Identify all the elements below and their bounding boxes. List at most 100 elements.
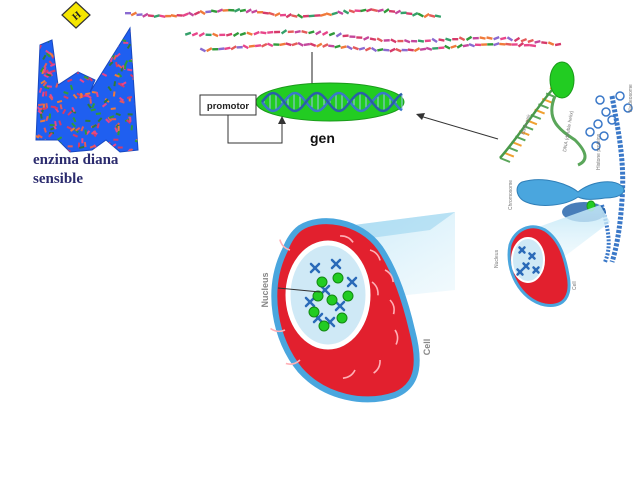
highlighted-gene-marker [308, 306, 320, 318]
enzyme-speck [40, 79, 46, 85]
enzyme-speck [103, 144, 109, 150]
peptide-segment [285, 42, 292, 47]
enzyme-speck [43, 66, 47, 73]
nucleosome-bead [623, 103, 633, 113]
enzyme-speck [89, 98, 92, 104]
enzyme-speck [91, 28, 98, 32]
enzyme-speck [114, 127, 118, 133]
enzyme-speck [67, 78, 73, 83]
enzyme-speck [115, 52, 121, 58]
peptide-segment [246, 31, 253, 36]
peptide-segment [159, 14, 166, 18]
peptide-segment [354, 9, 361, 13]
enzyme-speck [44, 85, 50, 90]
enzyme-speck [129, 116, 132, 122]
chromatin-to-gene-arrow [419, 115, 499, 140]
peptide-segment [356, 36, 363, 39]
enzyme-speck [99, 41, 105, 46]
peptide-segment [236, 45, 243, 49]
enzyme-speck [59, 50, 65, 56]
peptide-segment [397, 39, 404, 43]
peptide-segment [520, 37, 528, 43]
nucleosome-bead [585, 127, 595, 137]
enzyme-speck [118, 96, 125, 102]
cytoplasm-streak [369, 249, 381, 261]
chromosome-arm [528, 252, 536, 260]
enzyme-speck [79, 65, 85, 70]
enzyme-speck [72, 133, 79, 138]
enzyme-speck [91, 90, 98, 94]
peptide-segment [302, 14, 310, 18]
peptide-segment [376, 37, 383, 43]
enzyme-speck [62, 108, 67, 115]
highlighted-gene-marker [326, 294, 338, 306]
peptide-segment [233, 7, 241, 13]
peptide-segment [291, 42, 298, 47]
peptide-segment [242, 44, 249, 50]
nucleosome-bead [615, 91, 625, 101]
peptide-segment [253, 30, 260, 36]
enzyme-speck [37, 103, 44, 107]
peptide-segment [554, 42, 562, 47]
enzyme-speck [42, 107, 48, 111]
peptide-segment [465, 35, 473, 41]
chromosome-arm [522, 262, 530, 270]
enzyme-speck [114, 73, 120, 78]
chromosome-arm [312, 312, 324, 324]
peptide-segment [506, 36, 514, 42]
enzyme-speck [71, 122, 77, 128]
enzyme-speck [99, 60, 105, 65]
peptide-segment [321, 30, 329, 36]
peptide-segment [517, 42, 525, 48]
enzyme-speck [84, 48, 90, 54]
enzyme-speck [105, 46, 108, 52]
enzyme-speck [61, 37, 66, 43]
enzyme-speck [73, 48, 79, 54]
enzyme-speck [45, 52, 51, 58]
peptide-segment [274, 12, 281, 17]
peptide-segment [199, 9, 206, 16]
enzyme-speck [124, 60, 129, 66]
cytoplasm-streak [270, 327, 286, 333]
highlighted-gene-marker [332, 272, 344, 284]
chromosome-arm [532, 266, 540, 274]
enzyme-speck [36, 54, 38, 58]
peptide-segment [487, 43, 494, 46]
peptide-segment [413, 47, 421, 53]
enzyme-speck [56, 99, 63, 104]
peptide-segment [254, 44, 262, 48]
peptide-segment [364, 46, 372, 52]
enzyme-speck [117, 125, 120, 131]
enzyme-speck [43, 127, 47, 133]
nucleosome-bead [591, 141, 601, 151]
enzyme-speck [48, 132, 53, 138]
enzyme-speck [84, 129, 88, 135]
enzyme-speck [134, 102, 138, 106]
dna-backbone-a [261, 91, 403, 113]
enzyme-speck [85, 92, 91, 96]
enzyme-speck [110, 107, 116, 110]
peptide-segment [394, 9, 402, 15]
enzyme-speck [66, 125, 72, 130]
enzyme-speck [105, 30, 111, 36]
peptide-segment [136, 13, 143, 17]
peptide-segment [268, 11, 275, 16]
peptide-segment [445, 37, 452, 42]
enzyme-speck [80, 93, 83, 99]
peptide-segment [239, 31, 247, 37]
peptide-segment [403, 39, 411, 44]
highlighted-segment-top [549, 61, 575, 99]
enzyme-speck [95, 38, 102, 43]
peptide-segment [287, 30, 294, 34]
peptide-segment [529, 43, 537, 48]
enzyme-speck [52, 106, 59, 110]
enzyme-speck [58, 120, 62, 126]
peptide-segment [438, 46, 445, 50]
peptide-segment [505, 42, 512, 46]
peptide-segment [383, 39, 390, 42]
enzyme-speck [87, 103, 92, 109]
cytoplasm-streak [339, 235, 354, 243]
enzyme-speck [97, 117, 103, 123]
enzyme-speck [48, 71, 54, 77]
cytoplasm-streak [279, 239, 291, 251]
